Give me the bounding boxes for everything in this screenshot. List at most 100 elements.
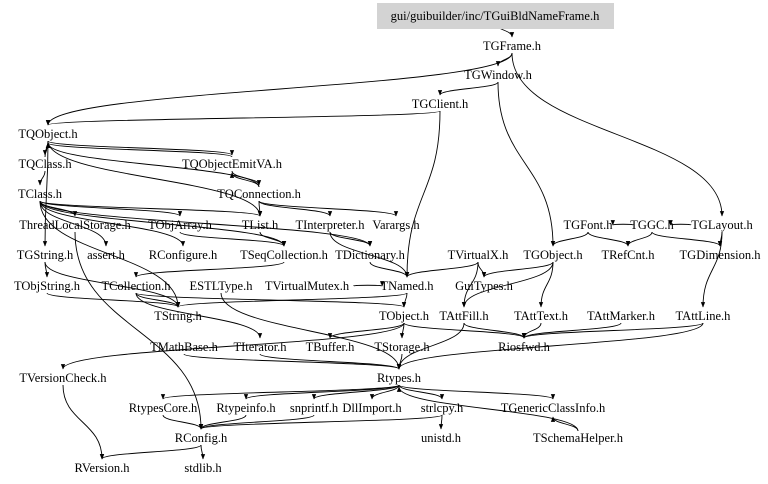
edge-n4-n17	[42, 140, 49, 247]
graph-node-guitypes-h[interactable]: GuiTypes.h	[455, 279, 514, 293]
graph-node-tversioncheck-h[interactable]: TVersionCheck.h	[19, 371, 107, 385]
node-label: TGFont.h	[564, 218, 614, 232]
graph-node-estltype-h[interactable]: ESTLType.h	[190, 279, 254, 293]
graph-node-riosfwd-h[interactable]: Riosfwd.h	[498, 340, 550, 354]
graph-node-tattfill-h[interactable]: TAttFill.h	[439, 309, 489, 323]
edge-n2-n23	[497, 81, 556, 247]
graph-node-tclass-h[interactable]: TClass.h	[18, 187, 63, 201]
node-label: TAttText.h	[514, 309, 569, 323]
graph-node-rtypeinfo-h[interactable]: Rtypeinfo.h	[216, 401, 276, 415]
graph-node-tqobject-h[interactable]: TQObject.h	[18, 127, 78, 141]
graph-node-tatttext-h[interactable]: TAttText.h	[514, 309, 569, 323]
edge-n14-n24	[587, 231, 631, 247]
graph-node-tattmarker-h[interactable]: TAttMarker.h	[587, 309, 656, 323]
graph-node-tqobjectemitva-h[interactable]: TQObjectEmitVA.h	[182, 157, 283, 171]
edge-n41-n44	[396, 353, 403, 370]
edge-n17-n26	[44, 261, 50, 278]
graph-node-tgstring-h[interactable]: TGString.h	[17, 248, 74, 262]
edge-n26-n32	[46, 292, 181, 308]
node-label: unistd.h	[421, 431, 462, 445]
graph-node-tattline-h[interactable]: TAttLine.h	[676, 309, 732, 323]
node-label: snprintf.h	[290, 401, 339, 415]
graph-node-dllimport-h[interactable]: DllImport.h	[342, 401, 402, 415]
edge-n12-n21	[329, 231, 373, 247]
graph-node-tgobject-h[interactable]: TGObject.h	[523, 248, 583, 262]
graph-node-trefcnt-h[interactable]: TRefCnt.h	[601, 248, 655, 262]
graph-node-tgclient-h[interactable]: TGClient.h	[412, 97, 469, 111]
graph-node-tstring-h[interactable]: TString.h	[154, 309, 202, 323]
graph-node-tnamed-h[interactable]: TNamed.h	[380, 279, 434, 293]
graph-node-tqconnection-h[interactable]: TQConnection.h	[217, 187, 301, 201]
graph-node-tseqcollection-h[interactable]: TSeqCollection.h	[240, 248, 329, 262]
edge-n30-n32	[176, 292, 408, 308]
edge-n9-n51	[74, 231, 204, 430]
edge-n3-n30	[404, 110, 441, 278]
node-label: RConfig.h	[175, 431, 228, 445]
graph-node-tggc-h[interactable]: TGGC.h	[630, 218, 674, 232]
node-label: TGObject.h	[523, 248, 583, 262]
edge-n39-n44	[259, 353, 402, 370]
graph-node-tgfont-h[interactable]: TGFont.h	[564, 218, 614, 232]
edge-n51-n54	[99, 444, 202, 460]
edge-n15-n25	[651, 231, 723, 247]
graph-node-tqclass-h[interactable]: TQClass.h	[18, 157, 72, 171]
node-label: TDictionary.h	[335, 248, 405, 262]
graph-node-tbuffer-h[interactable]: TBuffer.h	[306, 340, 355, 354]
graph-node-titerator-h[interactable]: TIterator.h	[233, 340, 287, 354]
node-label: gui/guibuilder/inc/TGuiBldNameFrame.h	[391, 9, 600, 23]
edge-n36-n42	[521, 322, 622, 339]
graph-node-tgwindow-h[interactable]: TGWindow.h	[464, 68, 533, 82]
graph-node-rconfigure-h[interactable]: RConfigure.h	[149, 248, 218, 262]
edge-n44-n50	[398, 384, 556, 400]
graph-node-tinterpreter-h[interactable]: TInterpreter.h	[295, 218, 365, 232]
graph-node-rtypes-h[interactable]: Rtypes.h	[377, 371, 422, 385]
edge-n34-n44	[396, 322, 465, 370]
graph-node-tgframe-h[interactable]: TGFrame.h	[483, 39, 542, 53]
graph-node-tvirtualx-h[interactable]: TVirtualX.h	[448, 248, 509, 262]
graph-node-tgenericclassinfo-h[interactable]: TGenericClassInfo.h	[501, 401, 606, 415]
edge-n1-n2	[495, 52, 513, 67]
graph-node-rtypescore-h[interactable]: RtypesCore.h	[129, 401, 198, 415]
graph-node-tdictionary-h[interactable]: TDictionary.h	[335, 248, 405, 262]
node-label: TRefCnt.h	[601, 248, 655, 262]
graph-node-varargs-h[interactable]: Varargs.h	[372, 218, 420, 232]
graph-node-tmathbase-h[interactable]: TMathBase.h	[150, 340, 218, 354]
edge-n49-n51	[199, 414, 443, 430]
graph-node-tlist-h[interactable]: TList.h	[242, 218, 279, 232]
graph-node-tcollection-h[interactable]: TCollection.h	[101, 279, 171, 293]
graph-node-snprintf-h[interactable]: snprintf.h	[290, 401, 339, 415]
node-label: GuiTypes.h	[455, 279, 514, 293]
node-label: TGWindow.h	[464, 68, 533, 82]
edge-n2-n3	[437, 81, 499, 96]
graph-node-assert-h[interactable]: assert.h	[87, 248, 126, 262]
root-node[interactable]: gui/guibuilder/inc/TGuiBldNameFrame.h	[377, 3, 614, 29]
node-label: TBuffer.h	[306, 340, 355, 354]
graph-node-tgdimension-h[interactable]: TGDimension.h	[680, 248, 762, 262]
graph-node-strlcpy-h[interactable]: strlcpy.h	[421, 401, 464, 415]
graph-node-tstorage-h[interactable]: TStorage.h	[374, 340, 430, 354]
edge-n49-n52	[438, 414, 444, 430]
graph-node-rconfig-h[interactable]: RConfig.h	[175, 431, 228, 445]
edge-n30-n33	[401, 292, 408, 308]
node-label: TGenericClassInfo.h	[501, 401, 606, 415]
graph-node-tobjstring-h[interactable]: TObjString.h	[14, 279, 81, 293]
graph-node-tobjarray-h[interactable]: TObjArray.h	[148, 218, 213, 232]
node-label: ThreadLocalStorage.h	[19, 218, 131, 232]
graph-node-tschemahelper-h[interactable]: TSchemaHelper.h	[533, 431, 624, 445]
graph-node-unistd-h[interactable]: unistd.h	[421, 431, 462, 445]
graph-node-tvirtualmutex-h[interactable]: TVirtualMutex.h	[265, 279, 350, 293]
node-label: TVirtualX.h	[448, 248, 509, 262]
edge-n6-n4	[45, 142, 233, 158]
edge-n17-n32	[44, 261, 181, 308]
graph-node-threadlocalstorage-h[interactable]: ThreadLocalStorage.h	[19, 218, 131, 232]
graph-node-rversion-h[interactable]: RVersion.h	[75, 461, 131, 475]
graph-node-tglayout-h[interactable]: TGLayout.h	[691, 218, 753, 232]
graph-node-tobject-h[interactable]: TObject.h	[379, 309, 430, 323]
node-label: TMathBase.h	[150, 340, 218, 354]
edge-n33-n43	[60, 322, 405, 370]
node-label: Riosfwd.h	[498, 340, 550, 354]
node-label: assert.h	[87, 248, 126, 262]
node-label: TString.h	[154, 309, 202, 323]
edge-n16-n15	[668, 220, 692, 226]
graph-node-stdlib-h[interactable]: stdlib.h	[184, 461, 222, 475]
